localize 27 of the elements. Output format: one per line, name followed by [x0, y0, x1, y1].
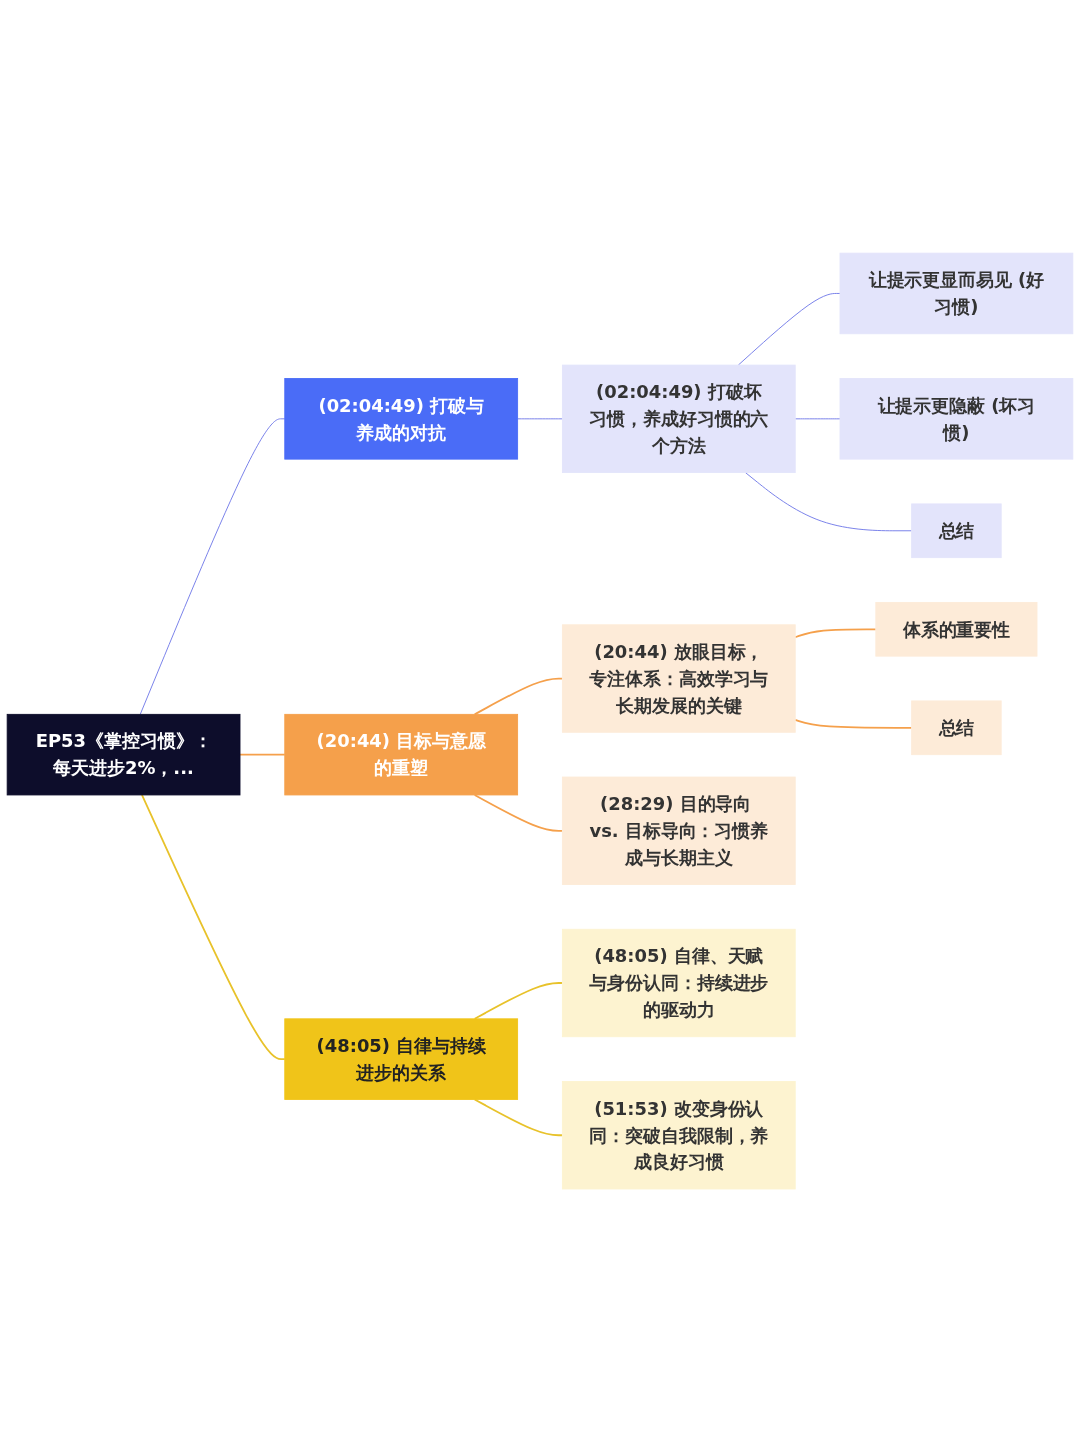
connector — [239, 754, 286, 756]
node-box: (20:44) 目标与意愿的重塑 — [284, 714, 519, 796]
node-box: (51:53) 改变身份认同：突破自我限制，养成良好习惯 — [561, 1081, 796, 1190]
connector — [794, 719, 913, 730]
node-box: 让提示更显而易见 (好习惯) — [839, 253, 1074, 335]
node-box: 总结 — [911, 700, 1002, 756]
node-box: 让提示更隐蔽 (坏习惯) — [839, 378, 1074, 460]
connector — [794, 418, 841, 420]
node-box: EP53《掌控习惯》：每天进步2%，... — [6, 714, 241, 796]
connector — [473, 982, 564, 1021]
node-box: (02:04:49) 打破坏习惯，养成好习惯的六个方法 — [561, 365, 796, 474]
node-box: 体系的重要性 — [875, 602, 1038, 658]
connector — [517, 418, 563, 420]
node-box: (48:05) 自律与持续进步的关系 — [284, 1018, 519, 1101]
connector — [473, 794, 564, 833]
node-box: 总结 — [911, 503, 1002, 559]
connector — [139, 418, 286, 716]
node-box: (28:29) 目的导向 vs. 目标导向：习惯养成与长期主义 — [561, 777, 796, 886]
connector — [473, 678, 564, 716]
connector — [737, 293, 841, 366]
connector — [141, 794, 286, 1061]
node-box: (20:44) 放眼目标，专注体系：高效学习与长期发展的关键 — [561, 624, 796, 734]
connector — [473, 1098, 564, 1137]
connector — [794, 628, 877, 639]
node-box: (02:04:49) 打破与养成的对抗 — [284, 378, 519, 460]
node-box: (48:05) 自律、天赋与身份认同：持续进步的驱动力 — [561, 929, 796, 1038]
connector — [744, 472, 913, 532]
